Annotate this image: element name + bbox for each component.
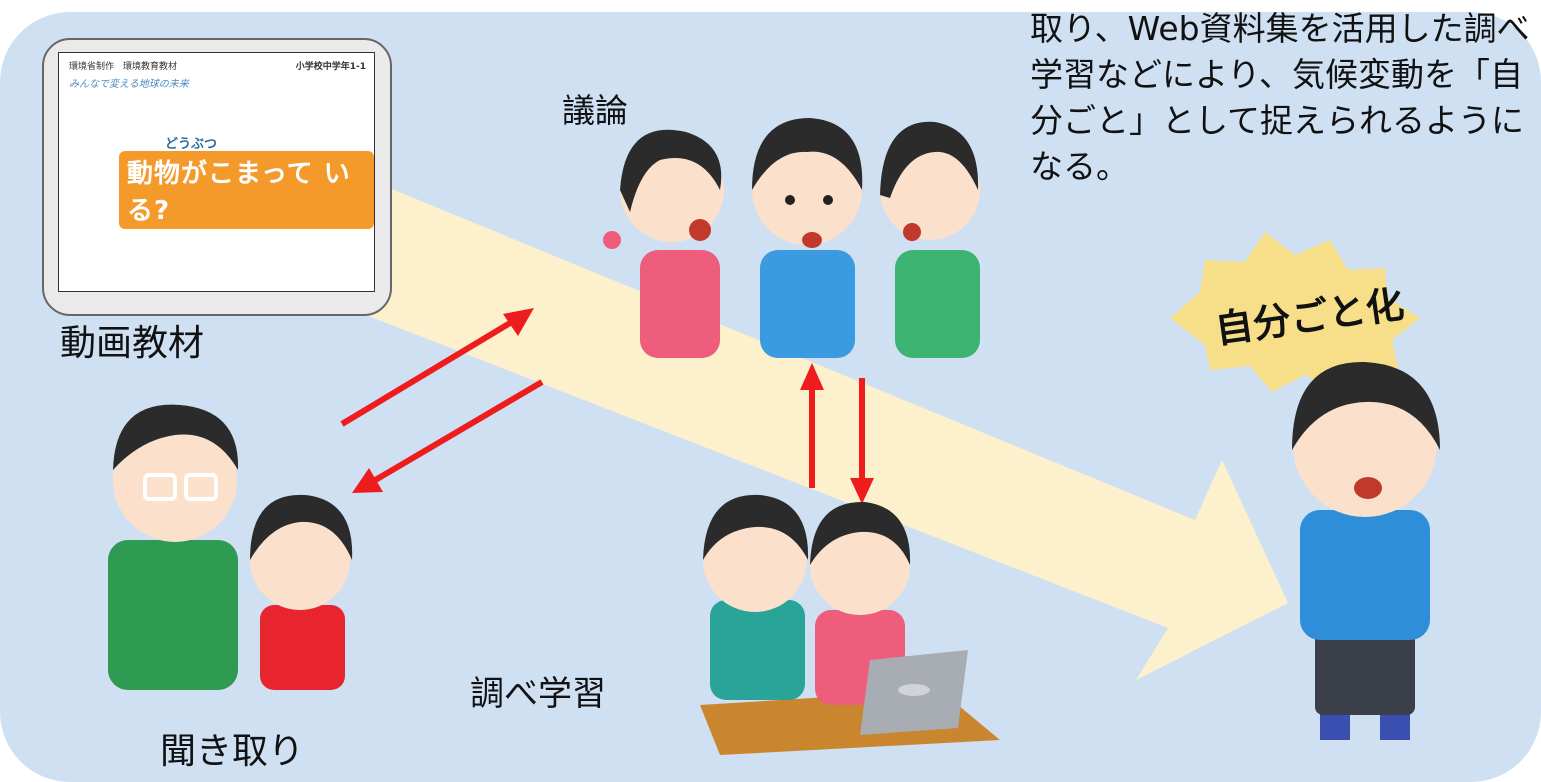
diagram-canvas (108, 118, 1440, 755)
discussion-kids-illustration (603, 118, 980, 358)
video-thumbnail-frame[interactable]: 環境省制作 環境教育教材 小学校中学年1-1 みんなで変える地球の未来 どうぶつ… (42, 38, 392, 316)
label-interview: 聞き取り (160, 731, 305, 772)
thumbnail-top-right: 小学校中学年1-1 (295, 62, 366, 72)
thumbnail-title-kana: どうぶつ (165, 137, 218, 152)
kids-at-laptop-illustration (700, 494, 1000, 755)
arrow-discussion-to-interview (370, 379, 544, 485)
label-video: 動画教材 (60, 323, 205, 364)
teacher-and-girl-illustration (108, 404, 353, 690)
label-research: 調べ学習 (470, 674, 606, 714)
thumbnail-series: みんなで変える地球の未来 (69, 79, 189, 90)
goal-burst (1170, 232, 1420, 392)
thumbnail-top-left: 環境省制作 環境教育教材 (69, 62, 178, 72)
video-thumbnail-screen: 環境省制作 環境教育教材 小学校中学年1-1 みんなで変える地球の未来 どうぶつ… (58, 52, 375, 292)
red-arrows (340, 308, 874, 504)
thumbnail-title: 動物がこまって いる? (119, 151, 374, 229)
determined-boy-illustration (1292, 361, 1440, 740)
big-progress-arrow (302, 182, 1288, 680)
intro-text: 取り、Web資料集を活用した調べ学習などにより、気候変動を「自分ごと」として捉え… (1030, 9, 1530, 186)
label-discussion: 議論 (562, 91, 628, 130)
arrow-interview-to-discussion (340, 317, 517, 427)
